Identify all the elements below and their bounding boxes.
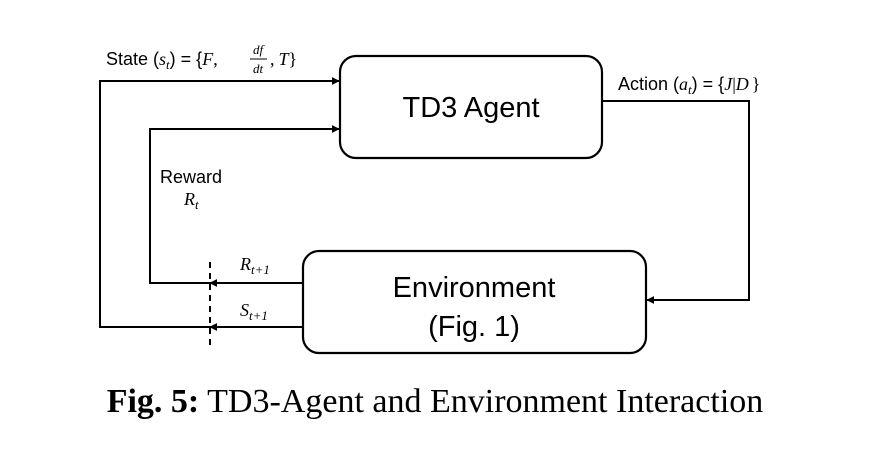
- environment-label-line2: (Fig. 1): [428, 311, 520, 343]
- reward-arrow: [149, 125, 340, 284]
- reward-symbol: Rt: [183, 189, 199, 212]
- action-arrow: [602, 100, 750, 304]
- state-label-tail: ,T}: [270, 49, 297, 69]
- figure-caption-number: Fig. 5:: [106, 383, 200, 420]
- interaction-diagram: TD3 Agent Environment (Fig. 1) State (st…: [99, 42, 760, 355]
- td3-agent-label: TD3 Agent: [402, 92, 539, 124]
- next-reward-label: Rt+1: [239, 254, 270, 277]
- state-arrow: [99, 77, 340, 328]
- environment-label-line1: Environment: [393, 272, 556, 304]
- state-label: State (st) = {F,: [106, 49, 218, 72]
- next-state-label: St+1: [240, 300, 268, 323]
- action-label: Action (at) = {J|D}: [618, 74, 760, 97]
- environment-box: [301, 249, 648, 355]
- figure-caption-text: TD3-Agent and Environment Interaction: [207, 383, 764, 420]
- state-fraction-numerator: df: [253, 42, 266, 57]
- figure-caption: Fig. 5: TD3-Agent and Environment Intera…: [0, 383, 870, 421]
- reward-label: Reward: [160, 167, 222, 187]
- state-fraction-denominator: dt: [253, 61, 264, 76]
- td3-agent-box: [338, 54, 604, 160]
